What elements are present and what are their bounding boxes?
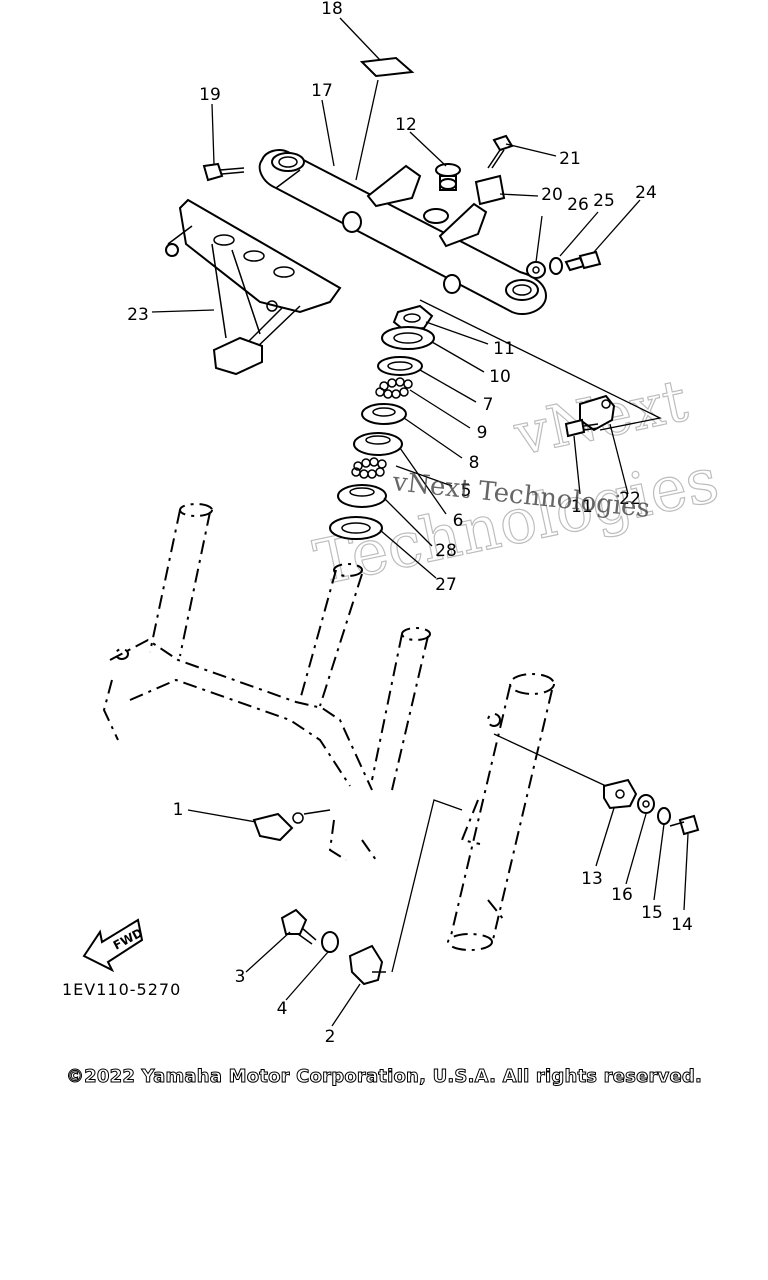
- fork-outline: [447, 673, 555, 951]
- callout-24: 24: [635, 183, 657, 203]
- callout-7: 7: [483, 395, 494, 415]
- callout-25: 25: [593, 191, 615, 211]
- callout-labels: 18 19 17 12 21 20 26 25 24 23 11 10 7 9 …: [127, 0, 693, 1047]
- callout-16: 16: [611, 885, 633, 905]
- callout-8: 8: [469, 453, 480, 473]
- callout-26: 26: [567, 195, 589, 215]
- callout-20: 20: [541, 185, 563, 205]
- callout-11-upper: 11: [493, 339, 515, 359]
- diagram-reference-code: 1EV110-5270: [62, 980, 182, 999]
- copyright-notice: ©2022 Yamaha Motor Corporation, U.S.A. A…: [65, 1066, 703, 1088]
- callout-6: 6: [453, 511, 464, 531]
- callout-9: 9: [477, 423, 488, 443]
- part-12-bolt: [435, 163, 461, 191]
- callout-5: 5: [461, 481, 472, 501]
- frame-outline: [102, 503, 431, 861]
- part-9-balls: [375, 377, 413, 399]
- parts-diagram: vNext Technologies: [82, 0, 725, 1047]
- part-11-nut: [392, 304, 434, 332]
- part-8-race: [361, 403, 407, 425]
- part-28-race: [337, 484, 387, 508]
- part-7-race: [377, 356, 423, 376]
- callout-11-lower: 11: [571, 497, 593, 517]
- part-15-washer: [657, 807, 671, 825]
- part-11-22-clamp: [564, 394, 616, 438]
- callout-15: 15: [641, 903, 663, 923]
- part-23-meter-bracket: [165, 198, 342, 376]
- callout-23: 23: [127, 305, 149, 325]
- part-2-clamp: [348, 944, 386, 986]
- callout-4: 4: [277, 999, 288, 1019]
- part-1-clip: [252, 809, 331, 842]
- callout-12: 12: [395, 115, 417, 135]
- callout-27: 27: [435, 575, 457, 595]
- part-13-holder: [603, 778, 638, 810]
- part-20-damper: [474, 174, 506, 206]
- part-26-25-24-hardware: [526, 250, 602, 279]
- part-5-balls: [351, 457, 387, 479]
- part-14-bolt: [669, 814, 700, 836]
- part-19-bolt: [202, 162, 245, 182]
- part-10-washer: [381, 326, 435, 350]
- callout-14: 14: [671, 915, 693, 935]
- callout-21: 21: [559, 149, 581, 169]
- callout-10: 10: [489, 367, 511, 387]
- callout-28: 28: [435, 541, 457, 561]
- callout-3: 3: [235, 967, 246, 987]
- callout-1: 1: [173, 800, 184, 820]
- part-18-label-plate: [359, 56, 415, 78]
- part-21-screw: [487, 134, 514, 169]
- fwd-arrow-icon: FWD: [82, 918, 145, 973]
- part-17-handle-crown: [258, 149, 548, 315]
- callout-22: 22: [619, 489, 641, 509]
- part-16-washer: [637, 794, 655, 814]
- leader-lines: [151, 17, 689, 1027]
- callout-17: 17: [311, 81, 333, 101]
- part-6-race: [353, 432, 403, 456]
- callout-18: 18: [321, 0, 343, 19]
- part-3-bolt: [280, 908, 317, 945]
- callout-19: 19: [199, 85, 221, 105]
- part-4-nut: [321, 931, 339, 953]
- part-27-seal: [329, 516, 383, 540]
- callout-13: 13: [581, 869, 603, 889]
- callout-2: 2: [325, 1027, 336, 1047]
